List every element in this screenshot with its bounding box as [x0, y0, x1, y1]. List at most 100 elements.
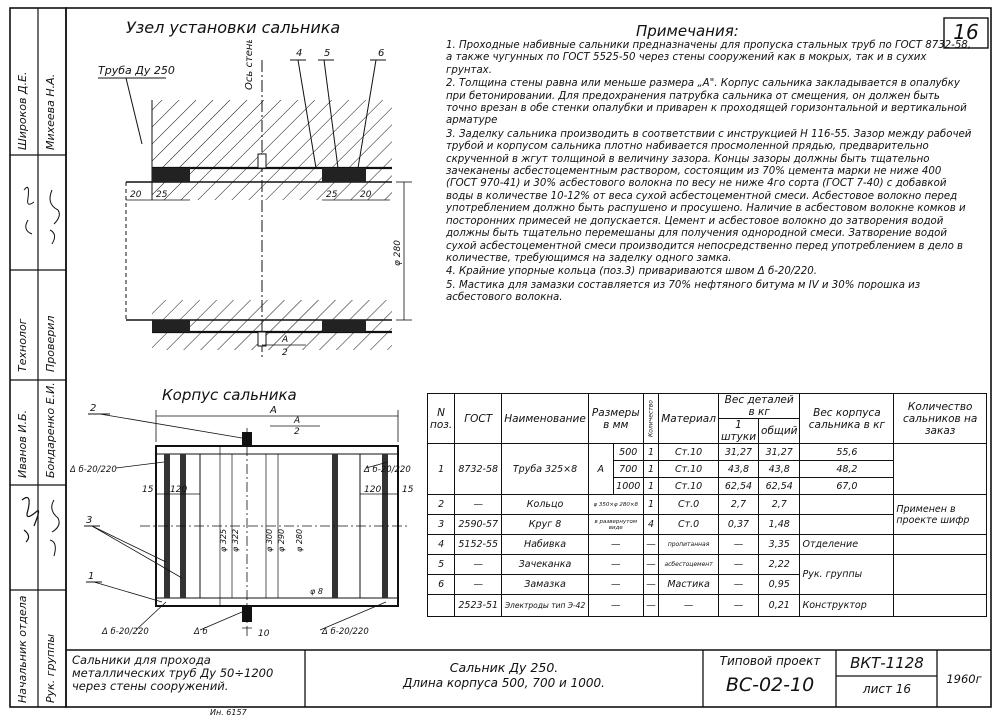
hdr-body-weight: Вес корпуса сальника в кг	[799, 393, 895, 444]
pipe-label: Труба Ду 250	[98, 64, 175, 77]
dim-120-right: 120	[364, 485, 381, 495]
signature-marks	[21, 186, 60, 557]
title-subtitle: Длина корпуса 500, 700 и 1000.	[403, 676, 605, 690]
half-2: 2	[294, 427, 300, 437]
r3-material: Ст.10	[658, 477, 719, 495]
hdr-name: Наименование	[501, 393, 589, 444]
r4-material: Ст.0	[658, 494, 719, 515]
installation-drawing: А 2 Труба Ду 250 Ось стены 4 5 6 20 25 2…	[98, 40, 412, 360]
title-name: Сальник Ду 250.	[449, 660, 559, 675]
r5-name: Круг 8	[501, 514, 589, 535]
dia-325: φ 325	[219, 529, 228, 552]
r8-gost: —	[454, 574, 503, 595]
r9-w-one: —	[717, 594, 760, 617]
r2-body: 48,2	[799, 460, 895, 478]
hdr-gost: ГОСТ	[454, 393, 503, 444]
callout-1: 1	[88, 571, 94, 582]
r6-size: —	[587, 534, 644, 555]
r7-qty: —	[642, 554, 660, 575]
callout-4: 4	[296, 48, 302, 59]
r6-w-one: —	[717, 534, 760, 555]
r6-gost: 5152-55	[454, 534, 503, 555]
dim-25-left: 25	[156, 190, 168, 200]
r6-qty: —	[642, 534, 660, 555]
r6-w-total: 3,35	[758, 534, 801, 555]
note-4: 4. Крайние упорные кольца (поз.3) привар…	[446, 266, 817, 278]
r1-material: Ст.10	[658, 443, 719, 461]
role-designer: Конструктор	[799, 594, 895, 617]
r9-w-total: 0,21	[758, 594, 801, 617]
r6-material: пропитанная	[658, 534, 719, 555]
series-code: ВКТ-1128	[850, 654, 924, 672]
inventory-number: Ин. 6157	[210, 708, 247, 717]
note-2: 2. Толщина стены равна или меньше размер…	[446, 78, 967, 127]
r1-gost: 8732-58	[454, 443, 503, 495]
r5-w-one: 0,37	[717, 514, 760, 535]
drawing1-title: Узел установки сальника	[126, 18, 341, 37]
hdr-sizes: Размеры в мм	[587, 393, 644, 444]
r7-pos: 5	[426, 554, 456, 575]
applied-note: Применен в проекте шифр	[893, 494, 987, 535]
year: 1960г	[946, 672, 982, 686]
r1-size2: 500	[612, 443, 644, 461]
role-department: Отделение	[799, 534, 895, 555]
dim-25-right: 25	[326, 190, 338, 200]
stamp-name-2: Михеева Н.А.	[44, 73, 57, 150]
r4-qty: 1	[642, 494, 660, 515]
r4-gost: —	[454, 494, 503, 515]
note-3: 3. Заделку сальника производить в соотве…	[446, 128, 972, 264]
r3-qty: 1	[642, 477, 660, 495]
hdr-w-total: общий	[758, 418, 801, 444]
drawing2-title: Корпус сальника	[162, 386, 297, 404]
r8-w-total: 0,95	[758, 574, 801, 595]
section-mark-A: А	[281, 335, 288, 345]
r5-size: в развернутом виде	[587, 514, 644, 535]
weld-label-5: Δ б-20/220	[321, 627, 369, 637]
r6-name: Набивка	[501, 534, 589, 555]
r2-w-total: 43,8	[758, 460, 801, 478]
r5-material: Ст.0	[658, 514, 719, 535]
dim-A: А	[269, 405, 277, 416]
r1-size1: А	[587, 443, 614, 495]
dim-15-left: 15	[142, 485, 154, 495]
hdr-material: Материал	[658, 393, 719, 444]
r3-body: 67,0	[799, 477, 895, 495]
dim-120-left: 120	[170, 485, 187, 495]
r9-material: —	[658, 594, 719, 617]
r2-size2: 700	[612, 460, 644, 478]
stamp-role-4: Рук. группы	[44, 633, 57, 703]
dia-300: φ 300	[265, 529, 274, 552]
half-A: А	[293, 416, 300, 426]
sheet-number: 16	[953, 20, 979, 44]
r3-size2: 1000	[612, 477, 644, 495]
role-group-head: Рук. группы	[799, 554, 895, 595]
specification-table: N поз. ГОСТ Наименование Размеры в мм Ко…	[426, 393, 987, 617]
callout-6: 6	[378, 48, 384, 59]
diameter-280: φ 280	[393, 240, 403, 266]
r4-w-one: 2,7	[717, 494, 760, 515]
dim-20-right: 20	[360, 190, 372, 200]
r4-w-total: 2,7	[758, 494, 801, 515]
r1-qty: 1	[642, 443, 660, 461]
hdr-qty: Количество	[643, 393, 659, 444]
note-5: 5. Мастика для замазки составляется из 7…	[446, 279, 921, 304]
dia-322: φ 322	[231, 529, 240, 552]
dia-8: φ 8	[310, 587, 323, 596]
r6-pos: 4	[426, 534, 456, 555]
r3-w-total: 62,54	[758, 477, 801, 495]
r8-qty: —	[642, 574, 660, 595]
callout-5: 5	[324, 48, 330, 59]
r7-name: Зачеканка	[501, 554, 589, 575]
r7-w-total: 2,22	[758, 554, 801, 575]
notes-block: 1. Проходные набивные сальники предназна…	[446, 40, 974, 306]
project-code: ВС-02-10	[725, 674, 815, 696]
body-drawing: А А 2 φ 325 φ 322 φ 300 φ 290 φ 280 φ 8 …	[70, 403, 414, 639]
r4-pos: 2	[426, 494, 456, 515]
r1-pos: 1	[426, 443, 456, 495]
stamp-name-1: Широков Д.Е.	[16, 71, 29, 150]
r5-gost: 2590-57	[454, 514, 503, 535]
r8-material: Мастика	[658, 574, 719, 595]
weld-label-2: Δ б-20/220	[363, 465, 411, 475]
dim-20-left: 20	[130, 190, 142, 200]
